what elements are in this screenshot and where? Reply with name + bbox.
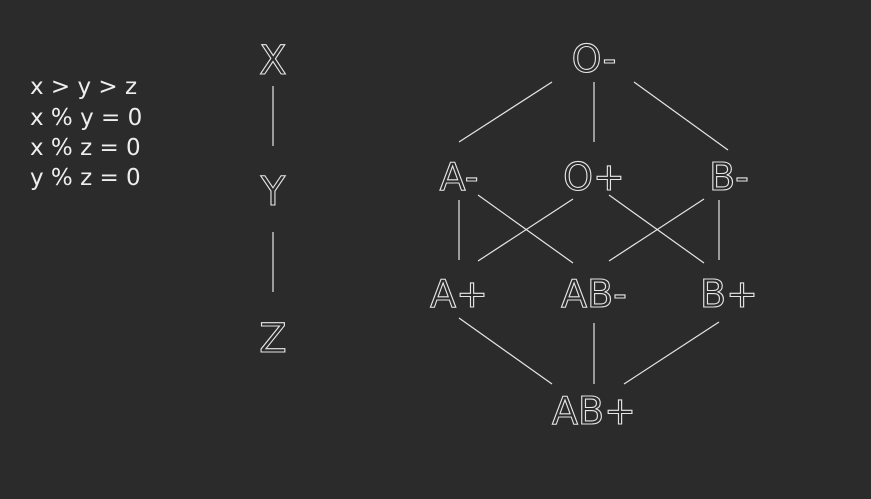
lattice-edge-ominus-aminus [458,81,553,143]
lattice-edge-aminus-abminus [477,194,574,264]
rule-3: x % z = 0 [30,135,141,161]
lattice-edge-ominus-bminus [633,81,729,151]
lattice-edge-bminus-abminus [608,198,705,262]
lattice-node-aplus: A+ [430,272,488,316]
lattice-edge-oplus-aplus [477,198,574,262]
chain-node-z: Z [259,316,286,362]
rule-4: y % z = 0 [30,165,141,191]
lattice-node-ominus: O- [572,37,617,81]
chain-node-y: Y [260,169,286,215]
lattice-node-oplus: O+ [563,155,625,199]
chain-node-x: X [259,38,286,84]
lattice-node-bminus: B- [709,155,749,199]
lattice-node-abminus: AB- [561,272,627,316]
lattice-edge-aplus-abplus [458,317,553,385]
lattice-edge-oplus-bplus [608,194,705,264]
rule-2: x % y = 0 [30,105,142,131]
lattice-node-abplus: AB+ [552,389,636,433]
lattice-diagram: O- A- O+ B- A+ AB- B+ AB+ [430,36,759,433]
rules-block: x > y > z x % y = 0 x % z = 0 y % z = 0 [30,74,142,191]
rule-1: x > y > z [30,74,137,100]
lattice-node-bplus: B+ [700,272,758,316]
chain-diagram: X Y Z [259,37,288,362]
lattice-edge-bplus-abplus [623,321,720,385]
lattice-node-aminus: A- [440,155,479,199]
